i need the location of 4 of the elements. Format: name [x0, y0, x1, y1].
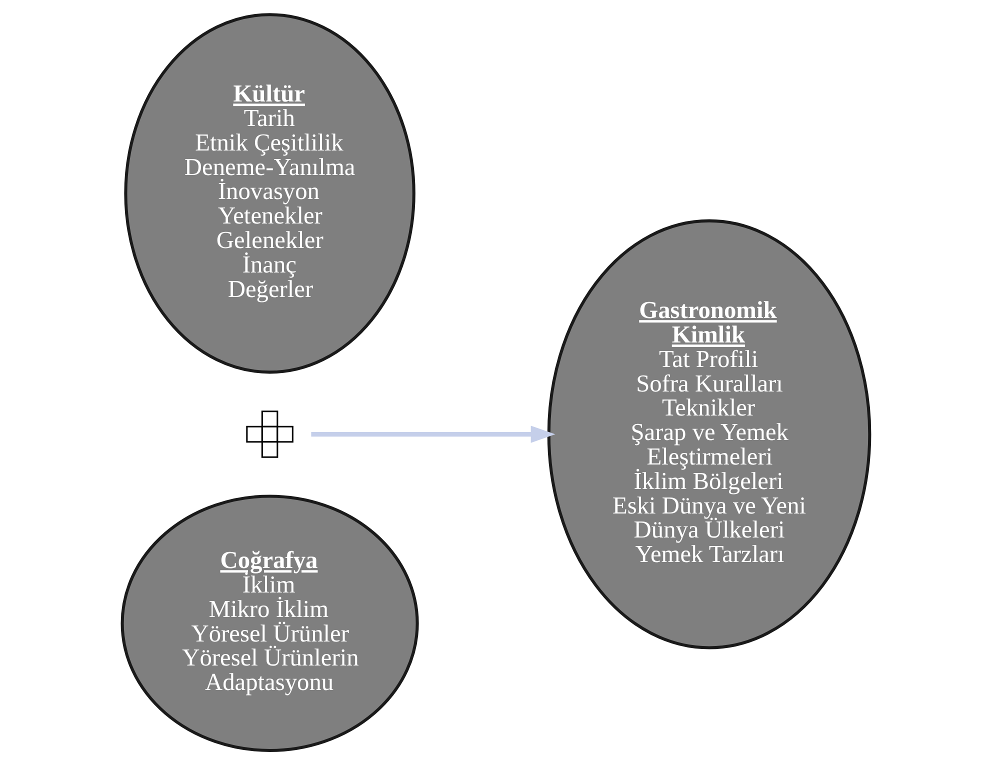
node-ellipse: Kültür Tarih Etnik Çeşitlilik Deneme-Yanılma İnovasyon Yetenekler Gelenekler İnanç Değerler — [124, 13, 416, 374]
node-ellipse: Gastronomik Kimlik Tat Profili Sofra Kuralları Teknikler Şarap ve Yemek Eleştirmeleri İklim Bölgeleri Eski Dünya ve Yeni Dünya Ülkeleri Yemek Tarzları — [547, 219, 872, 650]
node-ellipse: Coğrafya İklim Mikro İklim Yöresel Ürünler Yöresel Ürünlerin Adaptasyonu — [120, 494, 419, 752]
arrow — [311, 426, 556, 443]
